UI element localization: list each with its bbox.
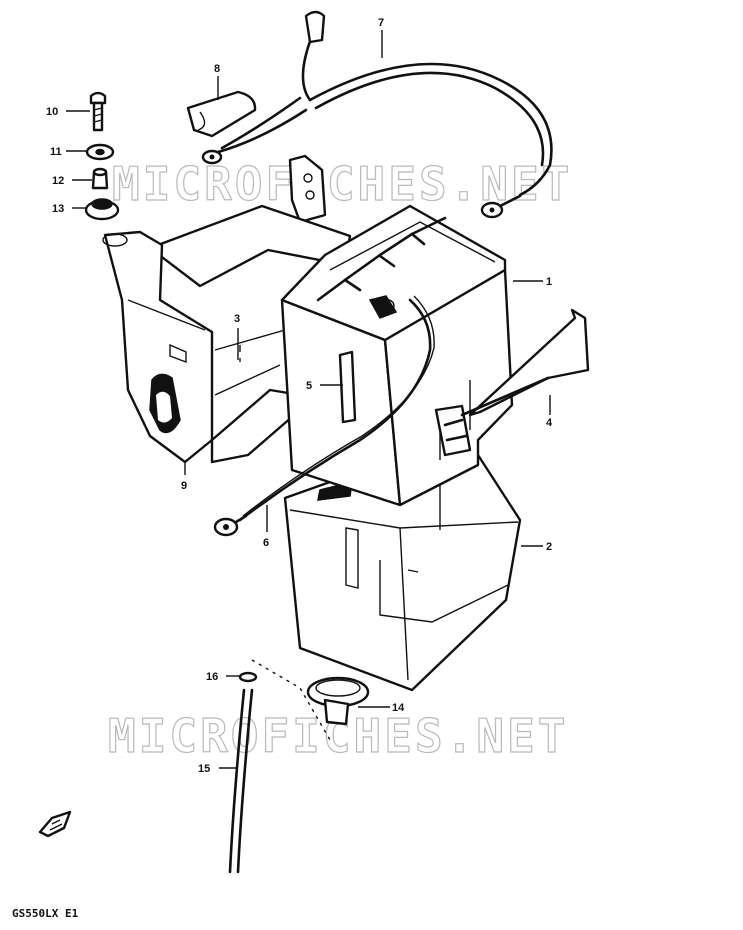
- leader-lines: [66, 30, 551, 769]
- battery: [280, 204, 514, 507]
- callout-15: 15: [198, 763, 210, 775]
- callout-5: 5: [306, 380, 312, 392]
- assembly-guide-line: [251, 659, 331, 741]
- drain-cap: [306, 676, 370, 726]
- callout-10: 10: [46, 106, 58, 118]
- callout-14: 14: [392, 702, 405, 714]
- drain-hose: [228, 688, 254, 874]
- grommet: [84, 198, 120, 221]
- breather-tube: [213, 295, 435, 537]
- front-direction-arrow-icon: [38, 810, 72, 838]
- terminal-cover: [186, 90, 257, 138]
- callout-8: 8: [214, 63, 220, 75]
- model-code: GS550LX E1: [12, 907, 79, 920]
- washer: [85, 143, 115, 161]
- callout-13: 13: [52, 203, 64, 215]
- hose-clamp: [238, 671, 258, 683]
- callout-4: 4: [546, 417, 553, 429]
- battery-strap: [434, 308, 590, 457]
- callout-16: 16: [206, 671, 218, 683]
- callout-2: 2: [546, 541, 552, 553]
- callout-9: 9: [181, 480, 187, 492]
- callout-6: 6: [263, 537, 269, 549]
- callout-1: 1: [546, 276, 552, 288]
- callout-11: 11: [50, 146, 62, 158]
- callout-3: 3: [234, 313, 240, 325]
- bolt: [89, 91, 107, 132]
- callout-numbers: 1 2 3 4 5 6 7 8 9 10 11 12 13 14 15 16: [46, 17, 553, 775]
- callout-12: 12: [52, 175, 64, 187]
- callout-7: 7: [378, 17, 384, 29]
- spacer: [91, 167, 109, 190]
- battery-cable: [201, 10, 553, 219]
